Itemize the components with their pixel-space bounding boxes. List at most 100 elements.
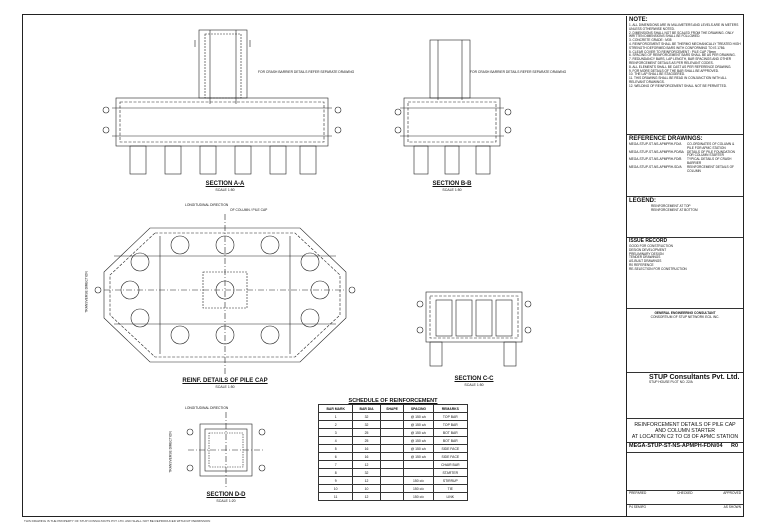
notes-section: NOTE: 1. ALL DIMENSIONS ARE IN MILLIMETE… (629, 17, 741, 89)
table-cell (379, 460, 405, 469)
issue-dd: DESIGN DEVELOPMENT (629, 247, 667, 252)
issue-record-heading: ISSUE RECORD (629, 238, 668, 244)
company-addr: STUP HOUSE PLOT NO. 22/A (649, 379, 693, 384)
note-item: 9. FOR MORE DETAILS OF THE BAR SHALL BE … (629, 68, 719, 73)
table-cell (379, 484, 405, 493)
reference-no: MEGA-STUP-ST-NS-APMPRH-SD/A (629, 164, 682, 169)
long-dir-dd: LONGITUDINAL DIRECTION (185, 406, 229, 410)
pile-cap-plan-drawing (94, 214, 356, 376)
company-section: STUP Consultants Pvt. Ltd. STUP HOUSE PL… (629, 374, 741, 384)
bottom-note: THIS DRAWING IS THE PROPERTY OF STUP CON… (24, 519, 211, 523)
title-line1: REINFORCEMENT DETAILS OF PILE CAP (634, 422, 736, 428)
table-cell: 10 (352, 484, 381, 493)
drawing-title-section: REINFORCEMENT DETAILS OF PILE CAP AND CO… (629, 422, 741, 440)
schedule-header: SPACING (403, 404, 434, 413)
table-cell: BOT BAR (432, 428, 469, 437)
table-cell: 32 (352, 468, 381, 477)
note-item: 6. SPACING OF REINFORCEMENT BARS SHALL B… (629, 53, 736, 58)
gec-heading: GENERAL ENGINEERING CONSULTANT (654, 311, 716, 315)
note-item: 12. WELDING OF REINFORCEMENT SHALL NOT B… (629, 83, 727, 88)
section-cc-drawing (416, 291, 532, 367)
issue-prelim: PRELIMINARY DESIGN (629, 251, 664, 256)
table-cell: @ 150 c/c (403, 420, 434, 429)
title-block: NOTE: 1. ALL DIMENSIONS ARE IN MILLIMETE… (626, 16, 743, 516)
long-dir-plan: LONGITUDINAL DIRECTION (185, 203, 229, 207)
issue-status: RE-SELECTION FOR CONSTRUCTION (629, 266, 687, 271)
table-cell (403, 468, 434, 477)
section-bb-label: SECTION B-B (432, 181, 472, 187)
note-item: 11. THIS DRAWING SHALL BE READ IN CONJUN… (629, 76, 727, 84)
table-cell: 12 (352, 492, 381, 501)
schedule-header: BAR DIA (352, 404, 381, 413)
table-cell: 11 (317, 492, 354, 501)
footer-row: P4 SEMIFG AS SHOWN (629, 505, 741, 510)
table-cell: @ 150 c/c (403, 428, 434, 437)
table-cell: 150 c/c (403, 484, 434, 493)
issue-record-section: ISSUE RECORD GOOD FOR CONSTRUCTION DESIG… (629, 238, 741, 272)
footer-code: P4 SEMIFG (629, 505, 647, 509)
drawing-canvas (94, 29, 532, 488)
table-cell: @ 150 c/c (403, 452, 434, 461)
table-cell: 150 c/c (403, 492, 434, 501)
table-cell: 25 (352, 428, 381, 437)
table-cell: 2 (317, 420, 354, 429)
title-line3: AT LOCATION C2 TO C8 OF APMC STATION (631, 434, 739, 440)
table-cell: CHAIR BAR (432, 460, 469, 469)
table-cell: 5 (317, 444, 354, 453)
cl-pile-cap-note: OF COLUMN / PILE CAP (230, 208, 268, 212)
section-aa-drawing (102, 29, 342, 175)
table-cell (379, 420, 405, 429)
issue-gfc: GOOD FOR CONSTRUCTION (629, 244, 673, 248)
title-line2: AND COLUMN STARTER (654, 428, 716, 434)
table-cell: 32 (352, 420, 381, 429)
table-cell: @ 150 c/c (403, 412, 434, 421)
reference-desc: DETAILS OF PILE FOUNDATION FOR COLUMN ST… (687, 149, 735, 158)
reference-heading: REFERENCE DRAWINGS: (629, 136, 703, 142)
schedule-header: SHAPE (379, 404, 405, 413)
table-cell: @ 150 c/c (403, 444, 434, 453)
note-item: 1. ALL DIMENSIONS ARE IN MILLIMETERS AND… (629, 23, 739, 31)
note-item: 7. REDUNDANCY BARS, LAP LENGTH, BAR SPAC… (629, 57, 732, 65)
drawing-sheet (22, 14, 744, 517)
sig-checked: CHECKED (677, 491, 693, 495)
section-aa-scale: SCALE 1:50 (215, 188, 235, 192)
table-cell: 10 (317, 484, 354, 493)
table-cell: 32 (352, 412, 381, 421)
schedule-header: BAR MARK (317, 404, 354, 413)
sig-prepared: PREPARED (629, 491, 647, 495)
trans-dir-plan: TRANSVERSE DIRECTION (84, 271, 89, 313)
crash-barrier-note-aa: FOR CRASH BARRIER DETAILS REFER SEPARATE… (258, 70, 355, 74)
section-bb-scale: SCALE 1:50 (442, 188, 462, 192)
table-cell (379, 452, 405, 461)
schedule-header: REMARKS (432, 404, 469, 413)
table-cell: 16 (352, 444, 381, 453)
section-bb-drawing (394, 39, 512, 175)
table-cell: 3 (317, 428, 354, 437)
schedule-of-reinforcement: SCHEDULE OF REINFORCEMENT BAR MARK BAR D… (317, 398, 469, 501)
table-cell: SIDE FACE (432, 444, 469, 453)
drawing-number-section: MEGA-STUP-ST-NS-APMPH-FDN/04 R0 (629, 443, 741, 449)
legend-heading: LEGEND: (629, 198, 656, 204)
table-cell: LINK (432, 492, 469, 501)
table-cell: TIE (432, 484, 469, 493)
company-name: STUP Consultants Pvt. Ltd. (649, 374, 740, 381)
section-dd-scale: SCALE 1:20 (216, 499, 236, 503)
reference-drawings-section: REFERENCE DRAWINGS: MEGA-STUP-ST-NS-APMP… (629, 136, 741, 173)
table-cell: 4 (317, 436, 354, 445)
table-cell (403, 460, 434, 469)
table-cell (379, 476, 405, 485)
legend-section: LEGEND: REINFORCEMENT AT TOP REINFORCEME… (629, 198, 741, 213)
table-cell: 9 (317, 476, 354, 485)
